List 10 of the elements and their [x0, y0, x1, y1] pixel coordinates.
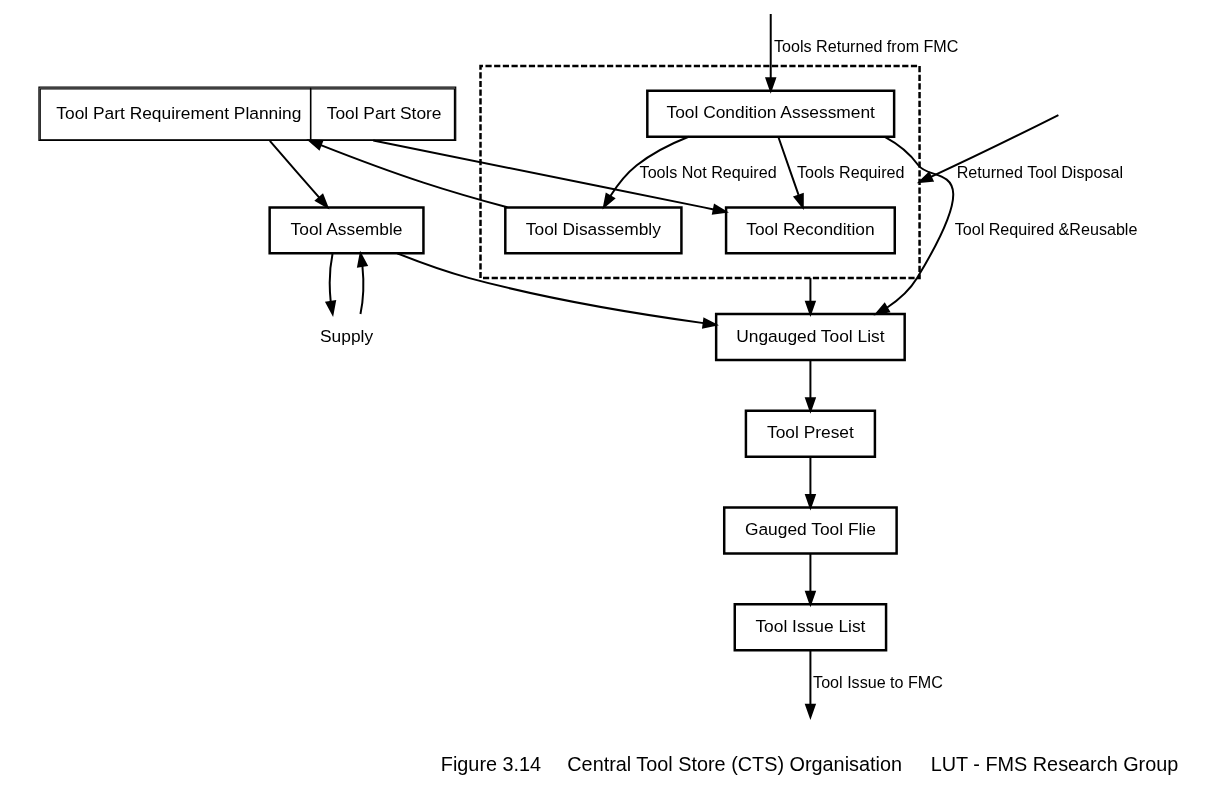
node-text: Supply — [320, 325, 374, 346]
edge-label: Tools Not Required — [639, 163, 777, 182]
label: LUT - FMS Research Group — [930, 753, 1179, 776]
label: Central Tool Store (CTS) Organisation — [567, 753, 902, 776]
label: Figure 3.14 — [440, 753, 542, 776]
edge-label: Tools Returned from FMC — [774, 36, 959, 55]
edge-label: Tool Required &Reusable — [954, 219, 1138, 238]
edge-label: Returned Tool Disposal — [956, 163, 1123, 182]
edge-label: Tools Required — [796, 163, 905, 182]
edge-label: Tool Issue to FMC — [813, 672, 943, 691]
